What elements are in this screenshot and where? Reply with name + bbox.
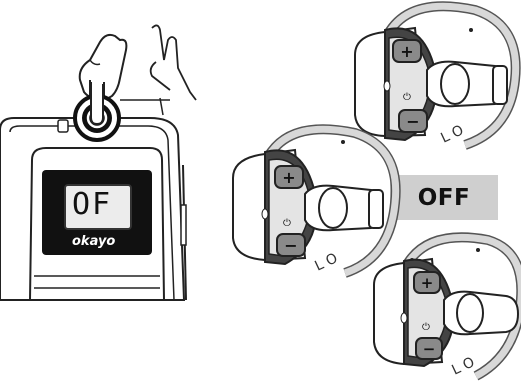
volume-down-button	[415, 337, 443, 360]
volume-down-button	[398, 109, 428, 133]
power-icon: ⏻	[403, 92, 411, 103]
volume-up-button	[274, 165, 304, 189]
power-icon: ⏻	[283, 218, 291, 229]
dial-letters: L O	[438, 122, 466, 146]
plus-label: +	[282, 168, 295, 187]
lcd-readout: OF	[72, 187, 113, 222]
earpiece-top: + − ⏻ L O	[345, 0, 521, 160]
earpiece-middle: + − ⏻ L O	[225, 118, 401, 288]
volume-up-button	[413, 271, 441, 294]
power-icon: ⏻	[422, 322, 430, 333]
volume-up-button	[392, 39, 422, 63]
minus-label: −	[423, 340, 436, 358]
power-button-illustration	[60, 20, 200, 150]
plus-label: +	[421, 274, 434, 292]
brand-logo: okayo	[72, 234, 116, 249]
dial-letters: L O	[449, 354, 477, 378]
status-badge: OFF	[390, 175, 498, 220]
volume-down-button	[276, 233, 306, 257]
earpiece-bottom: + − ⏻ L O	[368, 230, 521, 389]
lcd-screen: OF okayo	[42, 170, 152, 255]
raised-hand-icon	[151, 24, 197, 101]
plus-label: +	[400, 42, 413, 61]
lcd-display	[64, 184, 132, 230]
minus-label: −	[284, 236, 297, 255]
dial-letters: L O	[312, 250, 340, 274]
minus-label: −	[406, 112, 419, 131]
